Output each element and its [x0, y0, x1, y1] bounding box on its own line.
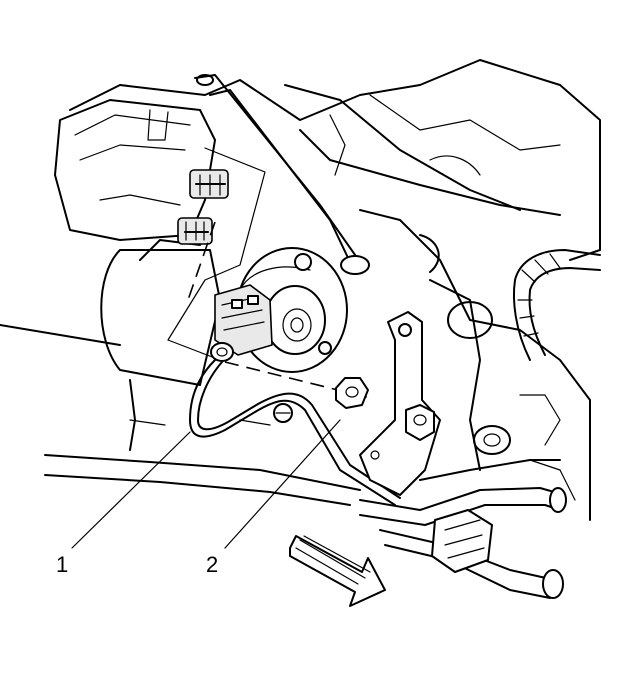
solenoid-terminals [177, 169, 229, 245]
ground-cable [189, 359, 401, 506]
callout-label-1: 1 [56, 552, 68, 577]
cooler-lines [359, 459, 567, 599]
starter-motor [54, 99, 221, 451]
ground-terminal-eyelet [210, 342, 234, 362]
clip-fastener [273, 403, 293, 423]
oil-pan-rail [0, 324, 361, 506]
callout-label-2: 2 [206, 552, 218, 577]
callout-leader-2 [224, 419, 341, 549]
flexible-hose [512, 249, 601, 361]
component-boundary [167, 147, 371, 399]
engine-block [69, 59, 601, 521]
forward-arrow-icon [289, 535, 386, 607]
harness-connector [214, 284, 273, 356]
callout-leader-1 [71, 431, 191, 549]
mounting-bracket [359, 311, 441, 496]
dipstick-tube [194, 74, 370, 275]
ground-nut [335, 377, 369, 409]
